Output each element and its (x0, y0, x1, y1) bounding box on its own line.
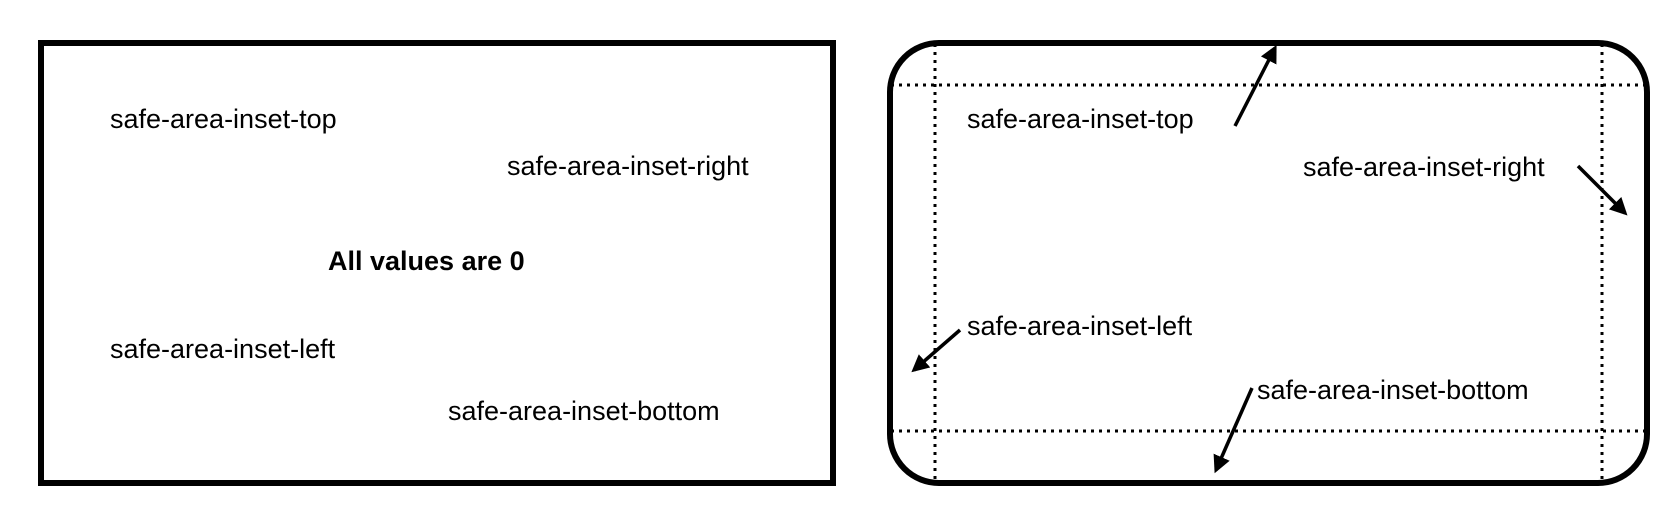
right-label-inset-right: safe-area-inset-right (1303, 152, 1545, 182)
left-label-inset-right: safe-area-inset-right (507, 151, 749, 181)
left-label-inset-top: safe-area-inset-top (110, 104, 337, 134)
screen-with-insets (887, 40, 1650, 486)
all-values-zero-note: All values are 0 (328, 246, 525, 276)
left-label-inset-bottom: safe-area-inset-bottom (448, 396, 720, 426)
right-label-inset-top: safe-area-inset-top (967, 104, 1194, 134)
screen-without-insets (38, 40, 836, 486)
right-label-inset-left: safe-area-inset-left (967, 311, 1193, 341)
left-label-inset-left: safe-area-inset-left (110, 334, 336, 364)
right-label-inset-bottom: safe-area-inset-bottom (1257, 375, 1529, 405)
